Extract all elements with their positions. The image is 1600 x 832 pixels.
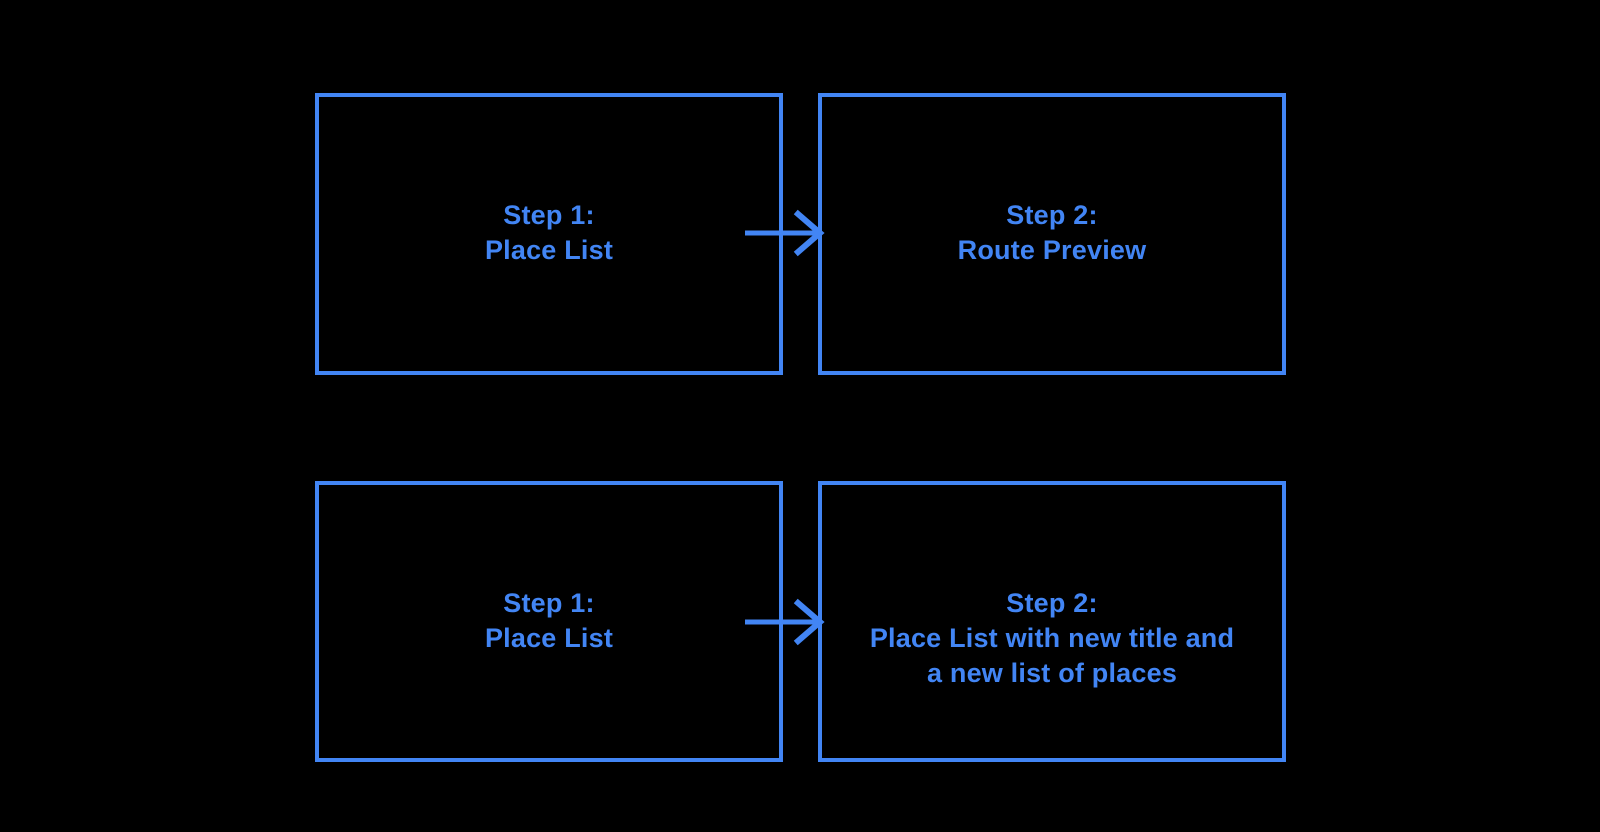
flow1-step1-label: Step 1: Place List [319,198,779,268]
box-label-line: Step 2: [1006,588,1098,618]
flow2-step2-label: Step 2: Place List with new title and a … [822,586,1282,691]
flow2-step1-box: Step 1: Place List [315,481,783,762]
box-label-line: Place List with new title and [869,623,1235,653]
flow1-step2-box: Step 2: Route Preview [818,93,1286,375]
flow1-step1-box: Step 1: Place List [315,93,783,375]
flow2-arrow-right-icon [745,598,825,646]
flow2-step2-box: Step 2: Place List with new title and a … [818,481,1286,762]
box-label-line: Route Preview [957,235,1147,265]
flow1-step2-label: Step 2: Route Preview [822,198,1282,268]
box-label-line: a new list of places [926,658,1178,688]
box-label-line: Step 1: [503,588,595,618]
box-label-line: Place List [484,623,614,653]
flow2-step1-label: Step 1: Place List [319,586,779,656]
flow1-arrow-right-icon [745,209,825,257]
box-label-line: Step 1: [503,200,595,230]
box-label-line: Place List [484,235,614,265]
box-label-line: Step 2: [1006,200,1098,230]
